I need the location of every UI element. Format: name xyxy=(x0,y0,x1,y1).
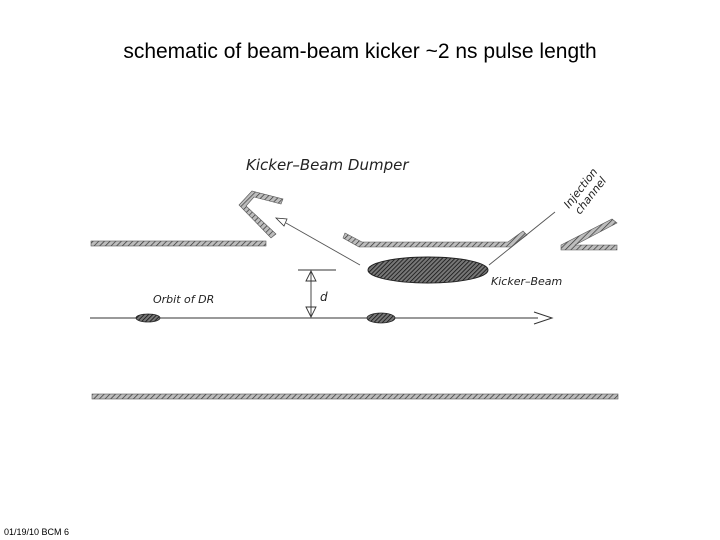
distance-arrow-down xyxy=(305,306,317,319)
injection-electrode xyxy=(560,218,618,251)
slide-footer: 01/19/10 BCM 6 xyxy=(4,527,70,537)
distance-label: d xyxy=(320,290,328,304)
kicker-beam-trajectory xyxy=(285,222,361,266)
slide-title: schematic of beam-beam kicker ~2 ns puls… xyxy=(123,40,597,63)
lower-wall xyxy=(91,393,619,400)
orbit-label: Orbit of DR xyxy=(153,293,214,306)
dr-bunch-2 xyxy=(366,312,396,324)
distance-arrow-up xyxy=(305,269,317,282)
trajectory-arrowhead xyxy=(274,217,288,227)
kicker-electrode xyxy=(342,230,528,248)
dr-bunch-1 xyxy=(135,313,161,323)
injection-path xyxy=(488,211,556,266)
kicker-beam-label: Kicker–Beam xyxy=(491,275,562,288)
beam-dumper xyxy=(238,190,284,239)
dumper-label: Kicker–Beam Dumper xyxy=(246,156,409,174)
orbit-arrowhead xyxy=(533,311,554,325)
kicker-beam-bunch xyxy=(367,256,489,284)
upper-wall-left xyxy=(90,240,267,247)
